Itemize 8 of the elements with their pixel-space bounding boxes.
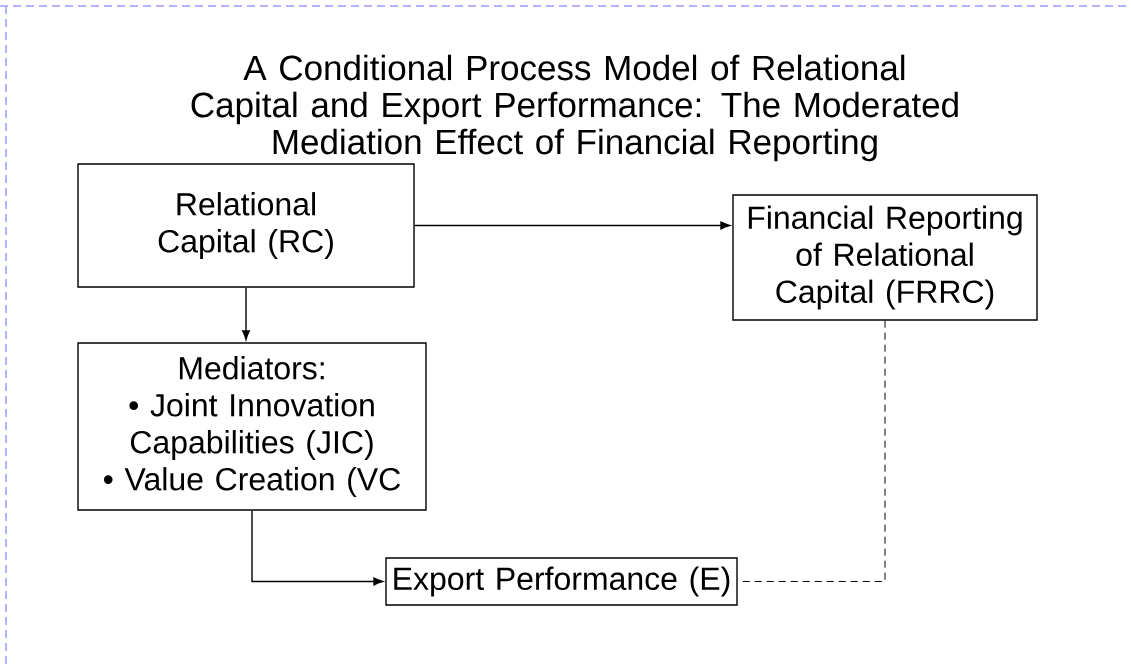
box: Export Performance (E): [385, 557, 738, 606]
box: Financial Reporting of Relational Capital (FRRC): [732, 194, 1038, 321]
arrow: [414, 221, 731, 230]
arrow: [242, 287, 250, 341]
arrow: [251, 510, 384, 586]
box: Mediators: • Joint Innovation Capabilities (JIC) • Value Creation (VC: [77, 342, 427, 511]
title: A Conditional Process Model of Relational Capital and Export Performance: The Moderated Mediation Effect of Financial Reporting: [191, 54, 958, 162]
box: Relational Capital (RC): [77, 163, 415, 288]
